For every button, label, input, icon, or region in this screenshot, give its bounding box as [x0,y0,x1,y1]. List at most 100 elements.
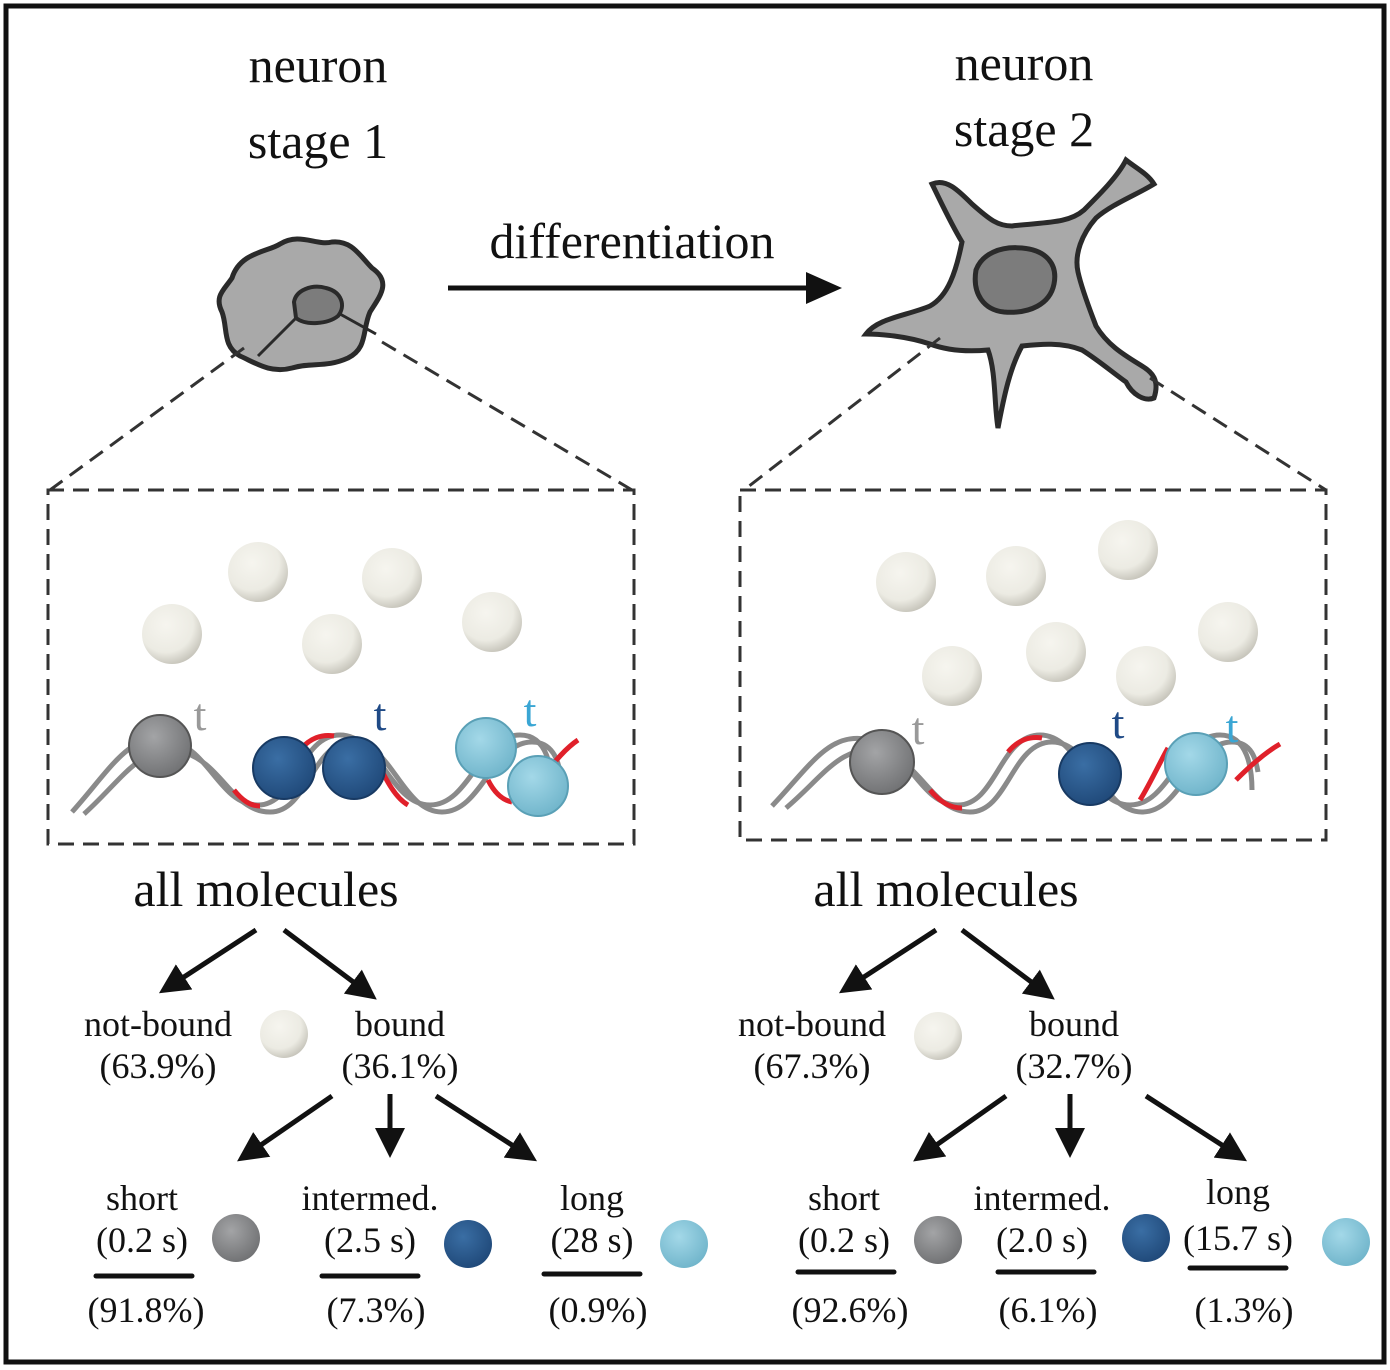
dna-red-segment [928,788,963,811]
stage1-bound-molecules: t t t [128,685,569,817]
short-bound-molecule [128,714,192,778]
stage1-zoom-line-left [49,346,245,492]
free-molecule [1116,646,1176,706]
stage2-intermed-pct: (6.1%) [999,1290,1098,1330]
long-t-marker: t [524,685,537,736]
free-molecule [228,542,288,602]
stage1-short-pct: (91.8%) [88,1290,205,1330]
stage1-long-time: (28 s) [551,1220,634,1260]
stage1-intermed-pct: (7.3%) [327,1290,426,1330]
stage2-long-icon [1322,1218,1370,1266]
dna-red-segment [1137,746,1171,802]
stage1-title-line2: stage 1 [248,113,388,169]
stage1-nucleus [291,284,344,325]
short-t-marker: t [194,689,207,740]
stage2-zoom-box [738,488,1328,842]
dna-red-segment [1234,741,1282,782]
long-bound-molecule [1164,732,1228,796]
dna-red-segment [232,788,261,809]
stage2-bound-pct: (32.7%) [1016,1046,1133,1086]
stage2-long-label: long [1206,1172,1270,1212]
long-bound-molecule [507,755,569,817]
long-bound-molecule [455,717,517,779]
stage2-bound-molecules: t t t [849,697,1239,806]
stage1-free-molecules [142,542,522,674]
stage1-long-label: long [560,1178,624,1218]
short-t-marker: t [912,703,925,754]
stage2-all-molecules: all molecules [813,861,1078,917]
stage1-intermed-label: intermed. [302,1178,439,1218]
stage2-not-bound-label: not-bound [738,1004,886,1044]
stage2-not-bound-pct: (67.3%) [754,1046,871,1086]
stage2-arrow-long [1144,1093,1248,1162]
stage2-not-bound-icon [914,1012,962,1060]
free-molecule [876,552,936,612]
stage1-zoom-box [46,488,636,846]
stage2-long-pct: (1.3%) [1195,1290,1294,1330]
stage1-arrow-bound [282,928,377,1000]
stage1-title-line1: neuron [249,37,388,93]
intermed-bound-molecule [322,736,386,800]
long-t-marker: t [1226,701,1239,752]
free-molecule [462,592,522,652]
stage2-short-pct: (92.6%) [792,1290,909,1330]
free-molecule [1198,602,1258,662]
intermed-t-marker: t [1112,697,1125,748]
stage2-zoom-line-right [1149,376,1327,492]
figure-frame [3,3,1387,1365]
stage1-cell [216,236,386,372]
stage2-arrow-short [913,1093,1008,1162]
stage1-arrow-not-bound [158,927,258,994]
stage1-not-bound-pct: (63.9%) [100,1046,217,1086]
stage2-short-time: (0.2 s) [798,1220,890,1260]
dna-red-segment [1006,735,1043,754]
intermed-t-marker: t [374,689,387,740]
stage1-tree: all molecules not-bound (63.9%) bound (3… [84,861,708,1330]
stage1-intermed-icon [444,1220,492,1268]
differentiation-arrow-head [806,272,842,304]
transition: differentiation [448,213,842,304]
stage1-short-time: (0.2 s) [96,1220,188,1260]
stage2-arrow-bound [960,928,1055,1000]
free-molecule [362,548,422,608]
stage1-bound-label: bound [355,1004,445,1044]
stage1-all-molecules: all molecules [133,861,398,917]
stage1-header: neuron stage 1 [248,37,388,169]
free-molecule [986,546,1046,606]
intermed-bound-molecule [252,736,316,800]
stage2-short-label: short [808,1178,880,1218]
free-molecule [1098,520,1158,580]
stage1-arrow-long [434,1093,538,1162]
stage2-arrow-not-bound [838,927,938,994]
stage2-nucleus [972,245,1058,315]
stage1-short-icon [212,1214,260,1262]
stage2-cell [860,156,1159,429]
stage2-intermed-label: intermed. [974,1178,1111,1218]
stage1-cell-process-line [339,312,377,336]
stage2-tree: all molecules not-bound (67.3%) bound (3… [738,861,1370,1330]
stage2-long-time: (15.7 s) [1183,1218,1293,1258]
stage1-short-label: short [106,1178,178,1218]
stage2-title-line2: stage 2 [954,101,1094,157]
stage1-not-bound-label: not-bound [84,1004,232,1044]
stage2-zoom-line-left [743,336,941,492]
free-molecule [142,604,202,664]
stage1-bound-pct: (36.1%) [342,1046,459,1086]
stage2-intermed-time: (2.0 s) [996,1220,1088,1260]
stage2-bound-label: bound [1029,1004,1119,1044]
short-bound-molecule [849,729,915,795]
stage1-intermed-time: (2.5 s) [324,1220,416,1260]
stage2-header: neuron stage 2 [954,35,1094,157]
stage2-free-molecules [876,520,1258,706]
dna-red-segment [485,778,513,805]
stage1-not-bound-icon [260,1010,308,1058]
stage1-cell-inner-line [256,316,298,358]
free-molecule [302,614,362,674]
stage1-long-icon [660,1220,708,1268]
stage1-long-pct: (0.9%) [549,1290,648,1330]
free-molecule [922,646,982,706]
stage1-arrow-short [237,1093,334,1162]
differentiation-label: differentiation [489,213,774,269]
